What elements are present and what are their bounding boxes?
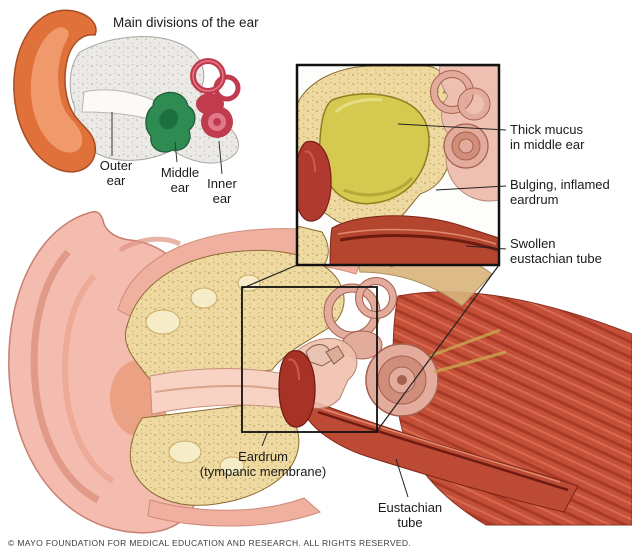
- inset-eustachian-tube: [329, 215, 499, 265]
- eardrum-shape: [278, 350, 316, 428]
- eardrum-label: Eardrum (tympanic membrane): [199, 449, 327, 480]
- inner-ear-pointer-line: [218, 140, 223, 175]
- inset-tube-pointer-line: [465, 245, 507, 250]
- inset-border: [295, 63, 501, 267]
- tube-pointer-line: [395, 458, 409, 498]
- ossicles-shape: [305, 344, 345, 367]
- copyright-text: © MAYO FOUNDATION FOR MEDICAL EDUCATION …: [8, 538, 412, 548]
- callout-line-left: [242, 264, 298, 289]
- ear-canal: [149, 368, 299, 415]
- inner-ear-shape: [323, 277, 507, 417]
- thick-mucus-label: Thick mucus in middle ear: [510, 122, 585, 153]
- mucus-shape: [318, 93, 430, 205]
- eustachian-tube-label: Eustachian tube: [377, 500, 443, 531]
- inset-eardrum-highlight: [304, 150, 316, 173]
- swollen-tube-label: Swollen eustachian tube: [510, 236, 602, 267]
- eustachian-tube-shape: [305, 399, 579, 513]
- inset-illustration: [297, 65, 499, 265]
- mucus-shadow: [343, 176, 414, 197]
- outer-ear-label: Outer ear: [99, 158, 133, 189]
- callout-line-right: [376, 264, 500, 432]
- inset-inner-ear: [430, 70, 491, 169]
- zoom-region-rectangle: [241, 286, 378, 433]
- inset-eardrum-shape: [297, 140, 332, 222]
- middle-ear-label: Middle ear: [160, 165, 200, 196]
- middle-ear-pointer-line: [174, 141, 178, 163]
- overview-ear-illustration: [13, 9, 241, 175]
- eardrum-pointer-line: [261, 430, 269, 447]
- page-title: Main divisions of the ear: [113, 15, 259, 30]
- skin-band-bottom: [147, 497, 321, 527]
- eardrum-highlight: [287, 358, 300, 381]
- overview-outer-ear-inner-fold: [30, 27, 83, 153]
- inset-eardrum-pointer-line: [435, 185, 507, 191]
- mucus-highlight: [334, 98, 383, 114]
- mucus-pointer-line: [397, 123, 507, 131]
- temporal-bone: [124, 249, 345, 506]
- bulging-eardrum-label: Bulging, inflamed eardrum: [510, 177, 610, 208]
- inner-ear-label: Inner ear: [207, 176, 237, 207]
- overview-inner-ear-shape: [190, 58, 241, 138]
- overview-ossicles-hint: [159, 109, 178, 130]
